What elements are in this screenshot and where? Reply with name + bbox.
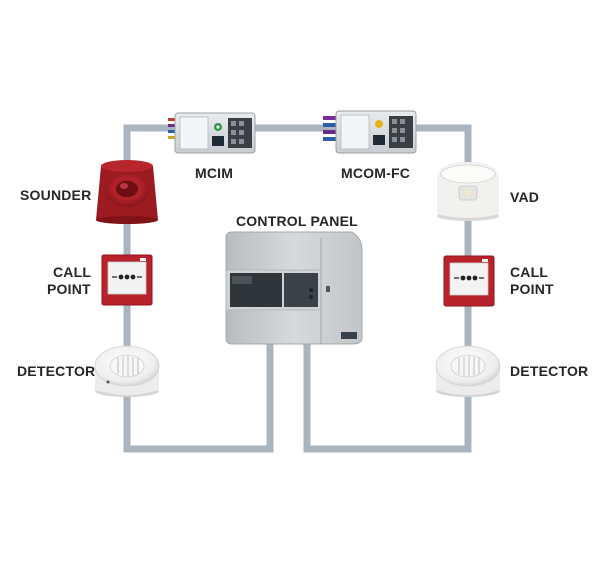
detector-right (435, 345, 501, 397)
eaton-logo-icon (373, 135, 385, 145)
loop-wiring (123, 124, 472, 453)
label-sounder: SOUNDER (20, 187, 92, 203)
label-call-point-left: CALL POINT (47, 264, 91, 298)
label-detector-right: DETECTOR (510, 363, 589, 379)
label-call-point-right: CALL POINT (510, 264, 554, 298)
label-call-point-right-line2: POINT (510, 281, 554, 297)
label-control-panel: CONTROL PANEL (236, 213, 358, 229)
vad-device (437, 162, 499, 221)
mcim-module (168, 112, 256, 154)
call-point-left (101, 254, 153, 306)
terminal-block-icon (389, 116, 413, 148)
label-call-point-left-line2: POINT (47, 281, 91, 297)
sounder-device (96, 160, 158, 224)
label-detector-left: DETECTOR (17, 363, 96, 379)
eaton-logo-icon (212, 136, 224, 146)
terminal-block-icon (228, 118, 252, 148)
label-mcom-fc: MCOM-FC (341, 165, 411, 181)
mcom-fc-module (323, 110, 417, 154)
label-call-point-right-line1: CALL (510, 264, 549, 280)
label-mcim: MCIM (195, 165, 234, 181)
call-point-right (443, 255, 495, 307)
control-panel-device (225, 231, 363, 345)
eaton-logo-icon (341, 332, 357, 339)
label-call-point-left-line1: CALL (53, 264, 92, 280)
left-loop-wire (123, 124, 472, 453)
detector-left (94, 345, 160, 397)
label-vad: VAD (510, 189, 540, 205)
